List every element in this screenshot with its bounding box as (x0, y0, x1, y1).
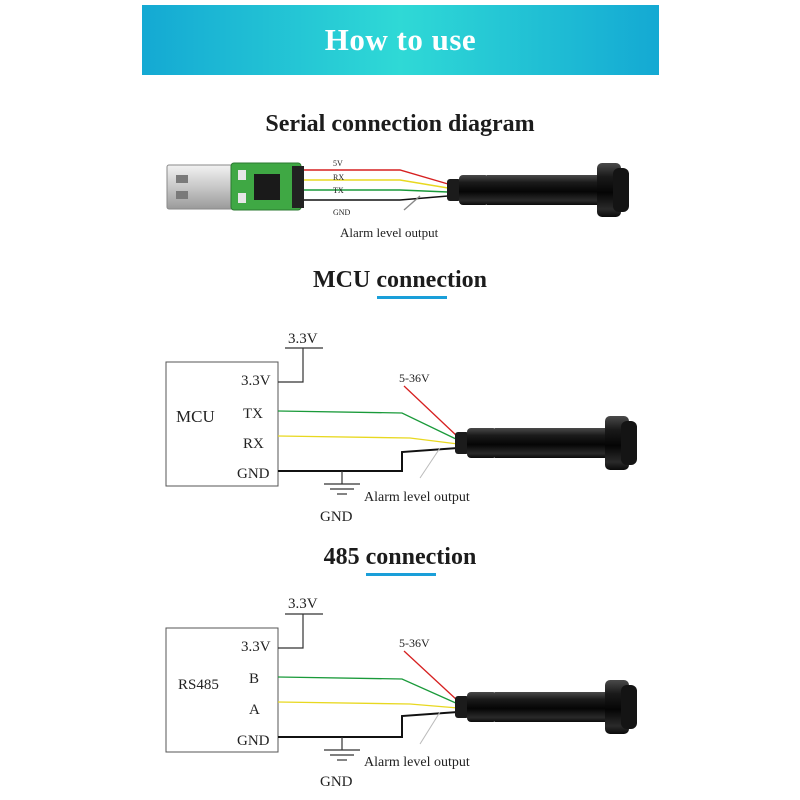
serial-section-title: Serial connection diagram (265, 111, 535, 137)
mcu-alarm-label: Alarm level output (364, 490, 470, 505)
rs485-supply-line (278, 613, 323, 649)
mcu-pin-gnd: GND (237, 466, 270, 482)
chip (254, 174, 280, 200)
mcu-box-label: MCU (176, 407, 215, 426)
rs485-title-underline (366, 573, 436, 576)
mcu-title-underline (377, 296, 447, 299)
mcu-ground-label: GND (320, 509, 353, 525)
rs485-pin-b: B (249, 671, 259, 687)
mcu-pin-tx: TX (243, 406, 263, 422)
mcu-pin-3v3: 3.3V (241, 373, 271, 389)
how-to-use-banner: How to use (142, 5, 659, 75)
mcu-box (165, 361, 279, 487)
mcu-supply-line (278, 347, 323, 383)
rs485-ground-symbol (324, 737, 360, 761)
serial-alarm-label: Alarm level output (340, 225, 439, 240)
serial-wires (304, 169, 449, 211)
usb-ttl-adapter (166, 162, 304, 211)
rs485-box-label: RS485 (178, 677, 219, 693)
rs485-wires (277, 650, 459, 745)
mcu-wires (277, 385, 459, 479)
rs485-pin-3v3: 3.3V (241, 639, 271, 655)
rs485-section-title: 485 connection (323, 544, 477, 570)
mcu-pin-rx: RX (243, 436, 264, 452)
mcu-section-title: MCU connection (313, 267, 487, 293)
mcu-sensor (455, 416, 637, 470)
pin-header (292, 166, 304, 208)
banner-title: How to use (324, 22, 477, 57)
mcu-supply-label: 3.3V (288, 331, 318, 347)
mcu-power-label: 5-36V (399, 371, 430, 385)
serial-sensor (447, 163, 629, 217)
usb-plug (166, 164, 238, 210)
serial-pin-gnd: GND (333, 208, 351, 217)
rs485-ground-label: GND (320, 774, 353, 790)
rs485-pin-a: A (249, 702, 260, 718)
rs485-power-label: 5-36V (399, 636, 430, 650)
rs485-alarm-label: Alarm level output (364, 755, 470, 770)
rs485-box (165, 627, 279, 753)
mcu-ground-symbol (324, 471, 360, 495)
serial-pin-tx: TX (333, 186, 344, 195)
serial-pin-5v: 5V (333, 159, 343, 168)
rs485-sensor (455, 680, 637, 734)
rs485-supply-label: 3.3V (288, 596, 318, 612)
serial-pin-rx: RX (333, 173, 344, 182)
rs485-pin-gnd: GND (237, 733, 270, 749)
